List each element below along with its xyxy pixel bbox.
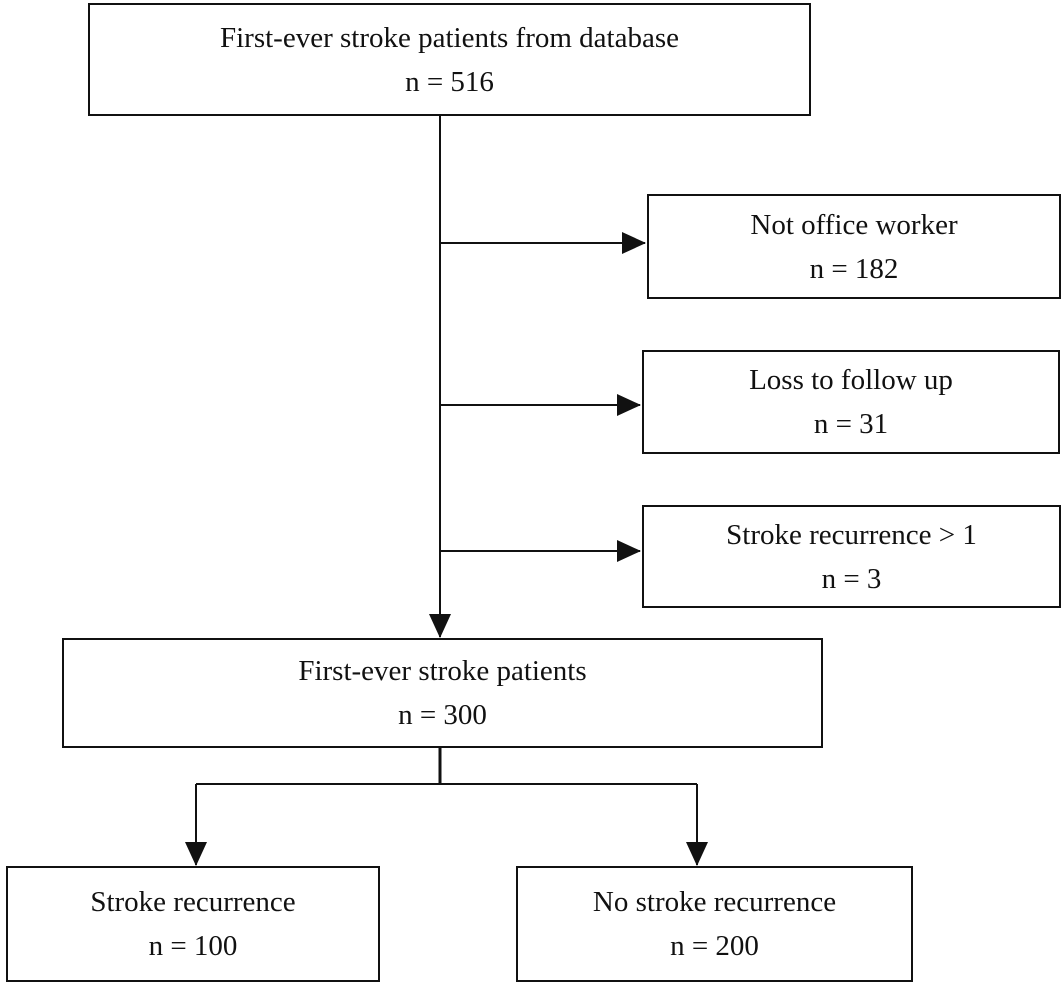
exclusion-loss-to-follow-up-label: Loss to follow up bbox=[749, 364, 953, 396]
exclusion-not-office-worker-label: Not office worker bbox=[750, 208, 958, 241]
included-patients-box: First-ever stroke patients n = 300 bbox=[62, 638, 823, 748]
exclusion-not-office-worker-box: Not office worker n = 182 bbox=[647, 194, 1061, 299]
exclusion-loss-to-follow-up-box: Loss to follow up n = 31 bbox=[642, 350, 1060, 454]
no-stroke-recurrence-count: n = 200 bbox=[670, 930, 759, 962]
stroke-recurrence-label: Stroke recurrence bbox=[90, 886, 296, 918]
exclusion-stroke-recurrence-label: Stroke recurrence > 1 bbox=[726, 518, 977, 551]
no-stroke-recurrence-box: No stroke recurrence n = 200 bbox=[516, 866, 913, 982]
database-patients-count: n = 516 bbox=[405, 65, 494, 98]
exclusion-not-office-worker-count: n = 182 bbox=[809, 252, 899, 285]
included-patients-count: n = 300 bbox=[398, 699, 487, 731]
stroke-recurrence-count: n = 100 bbox=[148, 930, 238, 962]
stroke-recurrence-box: Stroke recurrence n = 100 bbox=[6, 866, 380, 982]
exclusion-stroke-recurrence-count: n = 3 bbox=[821, 562, 882, 595]
exclusion-stroke-recurrence-box: Stroke recurrence > 1 n = 3 bbox=[642, 505, 1061, 608]
database-patients-box: First-ever stroke patients from database… bbox=[88, 3, 811, 116]
database-patients-label: First-ever stroke patients from database bbox=[219, 21, 679, 54]
exclusion-loss-to-follow-up-count: n = 31 bbox=[813, 408, 889, 440]
no-stroke-recurrence-label: No stroke recurrence bbox=[592, 886, 837, 918]
included-patients-label: First-ever stroke patients bbox=[298, 655, 587, 687]
